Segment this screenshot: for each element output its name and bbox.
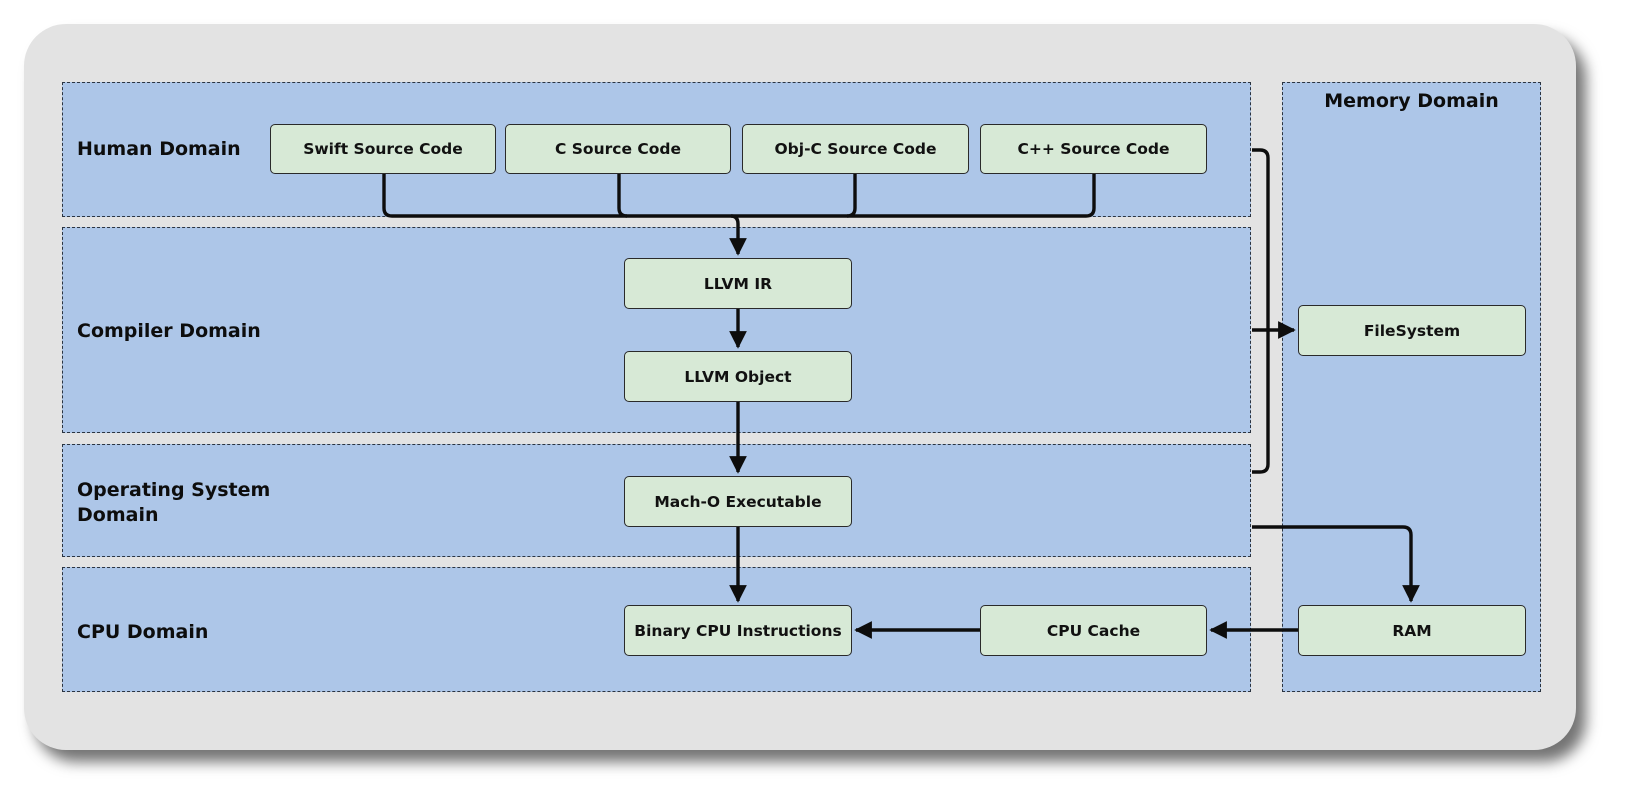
swift-source-node[interactable]: Swift Source Code [270,124,496,174]
cpu-cache-node[interactable]: CPU Cache [980,605,1207,656]
llvm-ir-node[interactable]: LLVM IR [624,258,852,309]
cpp-source-node[interactable]: C++ Source Code [980,124,1207,174]
human-domain-label: Human Domain [77,138,241,160]
filesystem-node[interactable]: FileSystem [1298,305,1526,356]
c-source-node[interactable]: C Source Code [505,124,731,174]
llvm-object-node[interactable]: LLVM Object [624,351,852,402]
ram-node[interactable]: RAM [1298,605,1526,656]
compiler-domain-label: Compiler Domain [77,320,261,342]
os-domain-label: Operating System Domain [77,479,271,526]
binary-cpu-instructions-node[interactable]: Binary CPU Instructions [624,605,852,656]
objc-source-node[interactable]: Obj-C Source Code [742,124,969,174]
memory-domain [1282,82,1541,692]
macho-executable-node[interactable]: Mach-O Executable [624,476,852,527]
memory-domain-label: Memory Domain [1324,90,1499,112]
cpu-domain-label: CPU Domain [77,621,209,643]
